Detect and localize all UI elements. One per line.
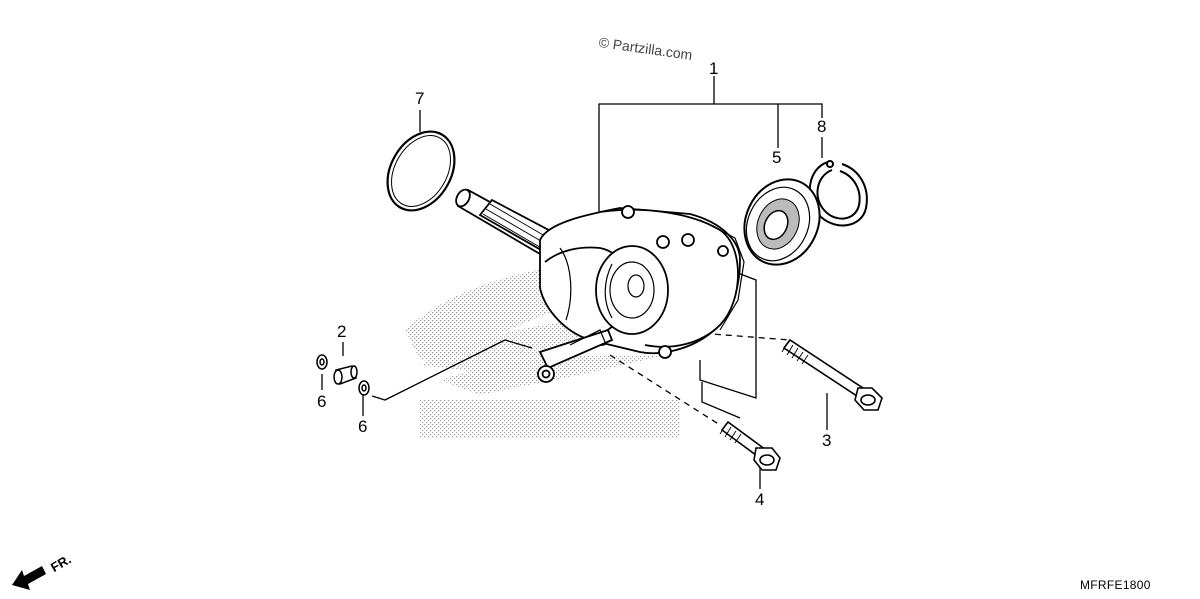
callout-7: 7 <box>415 89 425 108</box>
callout-8: 8 <box>817 117 827 136</box>
plug-bolt <box>333 365 358 385</box>
o-ring <box>386 130 456 212</box>
circlip <box>808 160 868 227</box>
leader-lines <box>321 76 828 489</box>
callout-6-left: 6 <box>317 392 327 411</box>
diagram-code: MFRFE1800 <box>1080 578 1151 592</box>
bearing <box>743 178 821 266</box>
callout-1: 1 <box>709 59 719 78</box>
callout-5: 5 <box>772 148 782 167</box>
sealing-washer-left <box>316 354 328 370</box>
callout-2: 2 <box>337 322 347 341</box>
sealing-washer-right <box>358 380 370 396</box>
front-direction-arrow-icon <box>12 566 46 590</box>
short-bolt <box>719 420 781 471</box>
callout-3: 3 <box>822 431 832 450</box>
callout-4: 4 <box>755 490 765 509</box>
callout-6-right: 6 <box>358 417 368 436</box>
long-bolt <box>781 338 883 411</box>
gear-case-assembly <box>537 205 745 383</box>
